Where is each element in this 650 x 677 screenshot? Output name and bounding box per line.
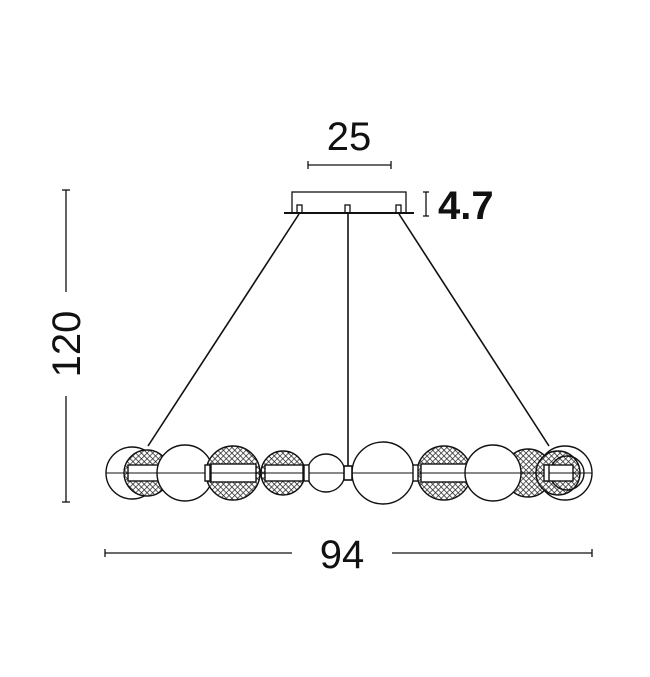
globe-ring — [105, 441, 593, 505]
dimension-total-height: 120 — [45, 189, 89, 503]
total-width-label: 94 — [320, 533, 365, 577]
canopy-width-label: 25 — [327, 115, 372, 159]
ceiling-canopy — [284, 191, 414, 214]
canopy-height-label: 4.7 — [438, 184, 494, 228]
suspension-wires — [147, 213, 550, 470]
dimension-total-width: 94 — [104, 533, 593, 577]
total-height-label: 120 — [45, 311, 89, 378]
dimension-canopy-width: 25 — [307, 115, 392, 169]
dimension-canopy-height: 4.7 — [423, 184, 494, 228]
